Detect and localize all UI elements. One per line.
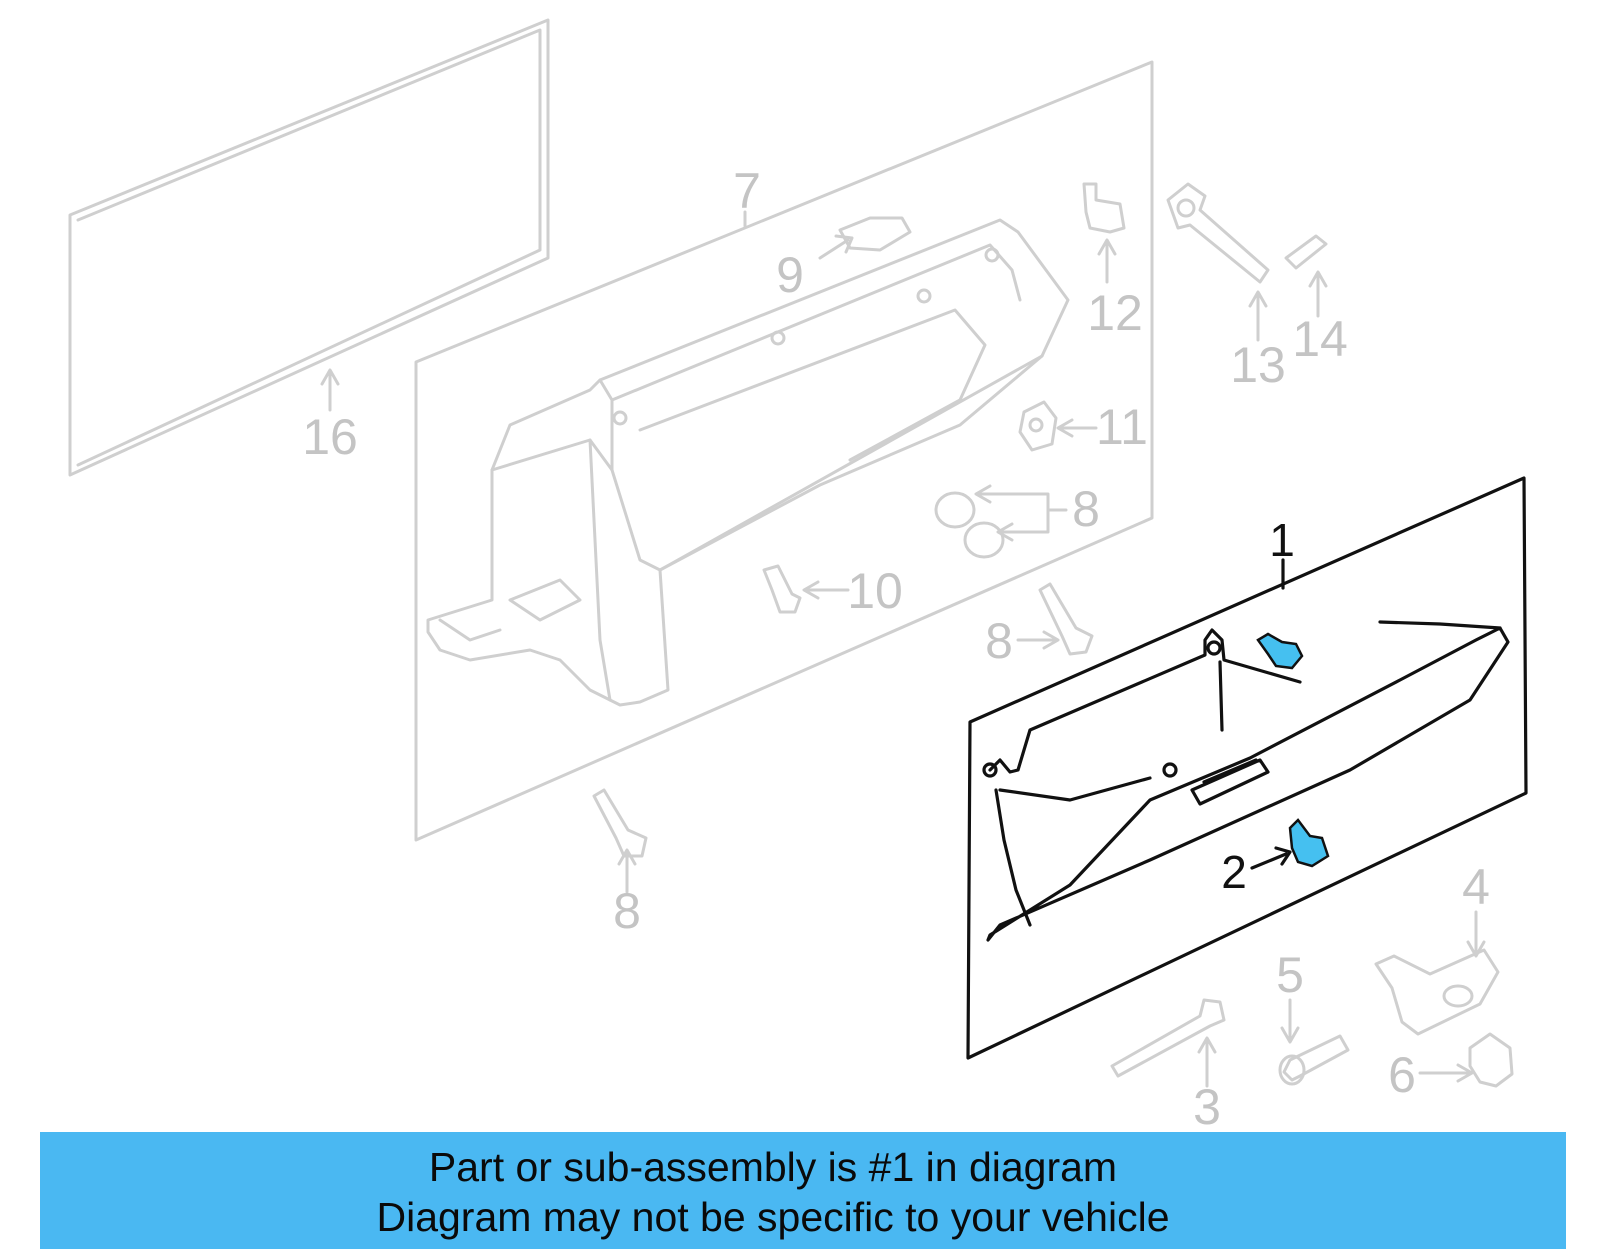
part-6-cap xyxy=(1468,1032,1514,1088)
callout-8-lower-visible: 8 xyxy=(613,883,641,939)
glove-box-door xyxy=(982,620,1510,942)
callout-5: 5 xyxy=(1276,947,1304,1003)
callout-8-upper: 8 xyxy=(985,613,1013,669)
part-15-pin xyxy=(1284,234,1328,270)
callout-2: 2 xyxy=(1221,846,1247,898)
callout-12: 11 xyxy=(1096,399,1148,455)
part-13-bracket xyxy=(1082,182,1126,234)
callout-4: 4 xyxy=(1462,859,1490,915)
part-8-screw-upper xyxy=(1038,582,1094,656)
callout-7: 7 xyxy=(733,163,761,219)
part-8-screw-lower xyxy=(592,788,648,858)
group-1-frame xyxy=(966,476,1528,1060)
part-4-latch xyxy=(1374,948,1500,1036)
callout-6: 6 xyxy=(1388,1047,1416,1103)
group-7-frame xyxy=(414,60,1154,842)
callout-1: 1 xyxy=(1269,514,1295,566)
callout-15: 14 xyxy=(1292,311,1348,367)
callout-3: 3 xyxy=(1193,1079,1221,1135)
part-10-clip xyxy=(838,216,912,252)
banner-line-2: Diagram may not be specific to your vehi… xyxy=(376,1194,1170,1240)
callout-11: 10 xyxy=(847,563,903,619)
part-5-bolt xyxy=(1278,1034,1350,1086)
callout-9: 8 xyxy=(1072,481,1100,537)
leader-lines xyxy=(320,210,1486,1088)
part-12-nut xyxy=(1018,400,1058,452)
callout-14: 13 xyxy=(1230,337,1286,393)
callout-13: 12 xyxy=(1087,285,1143,341)
part-9-rings xyxy=(934,491,1005,559)
info-banner: Part or sub-assembly is #1 in diagram Di… xyxy=(40,1132,1566,1249)
callout-16: 16 xyxy=(302,409,358,465)
callout-labels: 16 7 9 12 13 14 11 8 10 8 8 8 5 4 3 6 1 … xyxy=(302,163,1490,1135)
part-2-bumper-upper xyxy=(1256,632,1304,670)
banner-line-1: Part or sub-assembly is #1 in diagram xyxy=(428,1144,1118,1190)
callout-10: 9 xyxy=(776,247,804,303)
part-16-panel xyxy=(68,18,550,477)
part-2-bumper-lower xyxy=(1288,818,1330,868)
glove-box-housing xyxy=(426,218,1070,707)
part-3-bolt xyxy=(1110,998,1226,1078)
part-11-bumper xyxy=(762,564,802,614)
part-14-strut xyxy=(1166,182,1270,284)
